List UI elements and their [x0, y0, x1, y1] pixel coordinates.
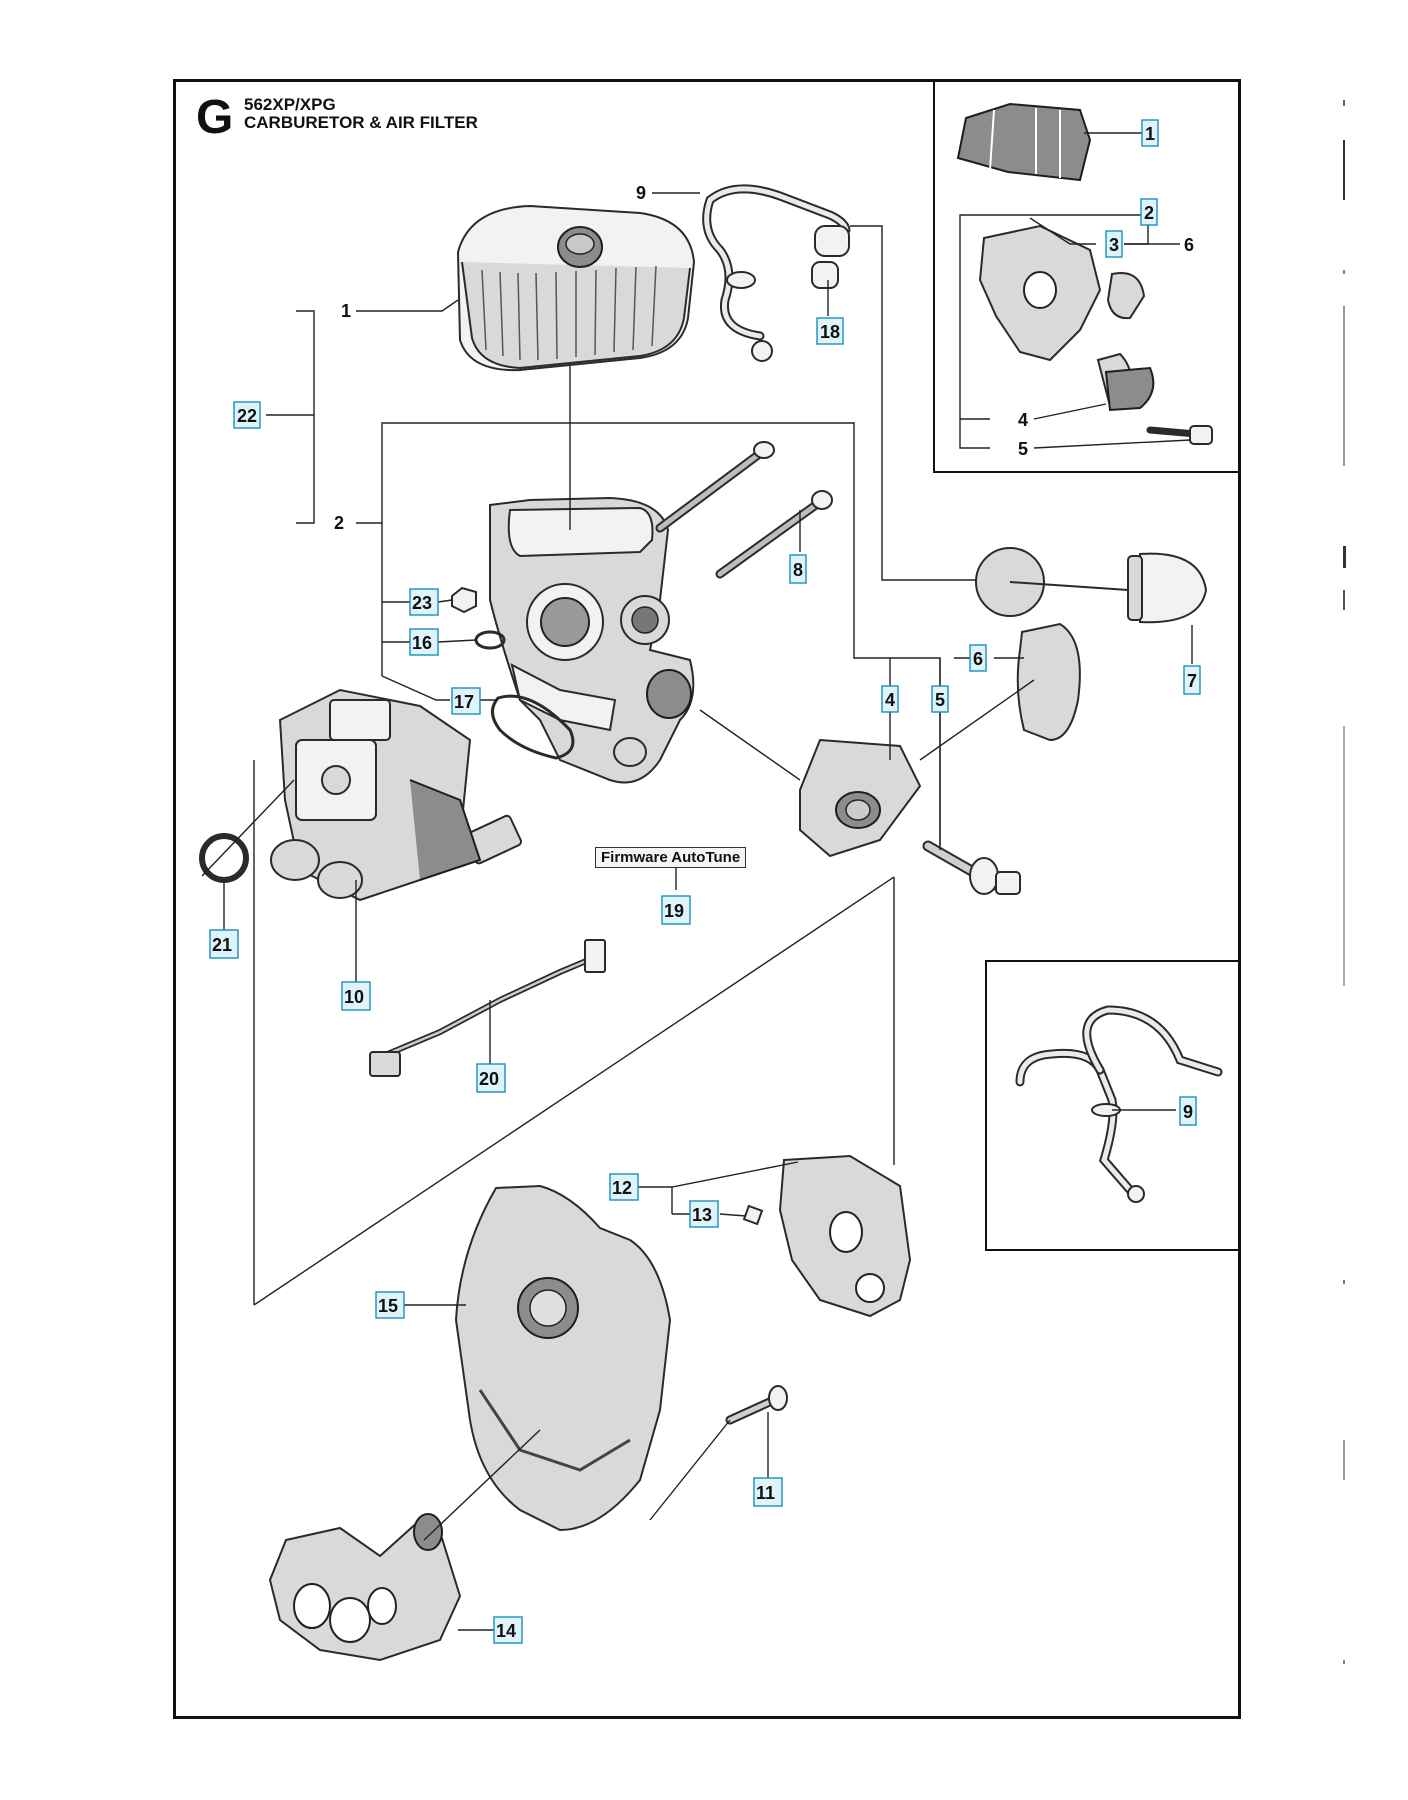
callout-19: 19 — [664, 901, 684, 921]
callout-12: 12 — [612, 1178, 632, 1198]
callout-10: 10 — [344, 987, 364, 1007]
carburetor-part — [270, 688, 523, 902]
inset-callout-5: 5 — [1018, 439, 1028, 459]
callout-4: 4 — [885, 690, 895, 710]
cover-part — [778, 1154, 912, 1318]
wiring-harness-part — [369, 939, 606, 1077]
air-filter-part — [456, 204, 696, 372]
inset-callout-3: 3 — [1109, 235, 1119, 255]
inset-callout-4: 4 — [1018, 410, 1028, 430]
callout-11: 11 — [756, 1483, 775, 1503]
inset-intake-housing — [978, 224, 1213, 445]
small-bolt-part — [725, 1385, 788, 1425]
callout-22: 22 — [237, 406, 257, 426]
callout-1: 1 — [341, 301, 351, 321]
screw-part — [922, 840, 1021, 895]
callout-23: 23 — [412, 593, 432, 613]
inset-callout-2: 2 — [1144, 203, 1154, 223]
callout-8: 8 — [793, 560, 803, 580]
inset-callout-1: 1 — [1145, 124, 1155, 144]
intake-housing-part — [489, 496, 695, 784]
sheet-letter: G — [196, 91, 234, 144]
callouts-main: 1 22 2 9 18 8 23 16 17 6 4 5 7 2 — [209, 183, 1201, 1644]
sheet-title: 562XP/XPG CARBURETOR & AIR FILTER — [244, 96, 478, 132]
inset-air-filter — [956, 102, 1092, 182]
callouts-inset-mid: 9 — [1179, 1096, 1197, 1126]
callout-15: 15 — [378, 1296, 398, 1316]
firmware-autotune-label: Firmware AutoTune — [595, 847, 747, 868]
section-title: CARBURETOR & AIR FILTER — [244, 113, 478, 132]
small-parts — [451, 586, 575, 760]
bracket-part — [1016, 622, 1081, 742]
callout-13: 13 — [692, 1205, 712, 1225]
diagram-frame — [173, 79, 1241, 1719]
primer-bulb-part — [975, 547, 1208, 624]
holder-part — [799, 738, 922, 858]
model-name: 562XP/XPG — [244, 95, 336, 114]
inset-callout-9: 9 — [1183, 1102, 1193, 1122]
gasket-part — [491, 694, 575, 760]
inset-callout-6: 6 — [1184, 235, 1194, 255]
inset-frame-filter-housing — [933, 80, 1241, 473]
clip-part — [742, 1204, 764, 1226]
assembly-line — [253, 876, 895, 1306]
callout-21: 21 — [212, 935, 232, 955]
callout-18: 18 — [820, 322, 840, 342]
ring-part — [199, 833, 249, 883]
fuel-hose-part — [702, 184, 851, 362]
large-cover-part — [454, 1184, 672, 1532]
callouts-inset-top: 1 2 3 6 4 5 — [1018, 119, 1194, 459]
page-edge-marks — [1343, 100, 1346, 1664]
inset-frame-fuel-hose — [985, 960, 1241, 1251]
nut-part — [451, 586, 477, 614]
bolt-part — [655, 441, 833, 579]
callout-7: 7 — [1187, 671, 1197, 691]
intake-manifold-part — [268, 1513, 462, 1662]
callout-20: 20 — [479, 1069, 499, 1089]
callout-14: 14 — [496, 1621, 516, 1641]
callout-6: 6 — [973, 649, 983, 669]
washer-part — [474, 630, 506, 650]
leader-lines — [201, 132, 1193, 1631]
callout-16: 16 — [412, 633, 432, 653]
callout-2: 2 — [334, 513, 344, 533]
callout-17: 17 — [454, 692, 474, 712]
callout-9: 9 — [636, 183, 646, 203]
inset-fuel-hose — [1015, 1005, 1223, 1203]
callout-5: 5 — [935, 690, 945, 710]
